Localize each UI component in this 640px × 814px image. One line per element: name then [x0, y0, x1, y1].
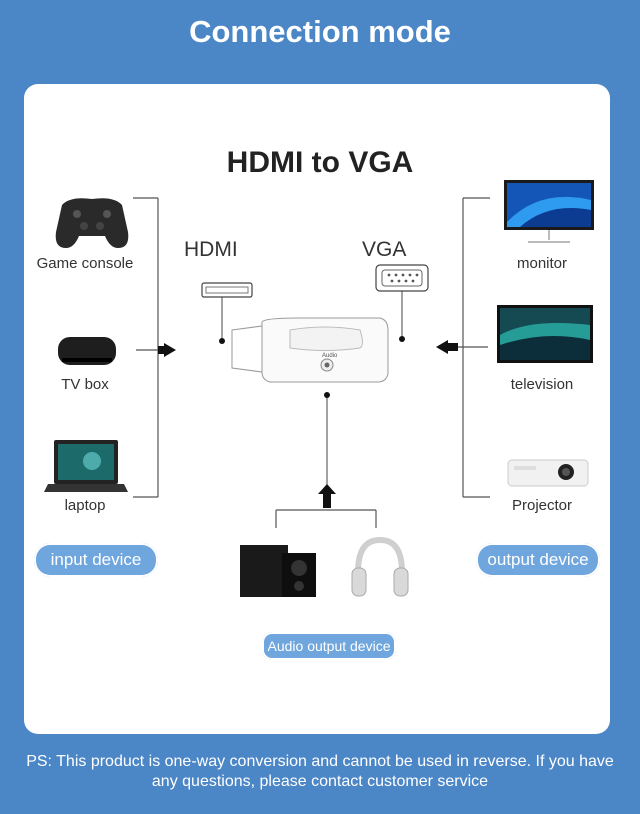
audio-bracket — [275, 509, 377, 528]
monitor-icon — [504, 180, 594, 243]
input-device-label-tv-box: TV box — [61, 376, 109, 393]
audio-output-device-badge: Audio output device — [262, 632, 396, 660]
adapter-icon — [201, 264, 429, 490]
footer-note: PS: This product is one-way conversion a… — [26, 753, 614, 790]
output-arrow-icon — [436, 340, 448, 354]
input-device-label-laptop: laptop — [64, 497, 106, 514]
input-device-label-game-console: Game console — [36, 255, 134, 272]
input-device-badge: input device — [34, 543, 158, 577]
audio-arrow-icon — [318, 484, 336, 494]
laptop-icon — [44, 440, 128, 492]
output-device-badge: output device — [476, 543, 600, 577]
output-bracket — [450, 197, 490, 498]
speaker-icon — [240, 545, 316, 597]
output-device-label-television: television — [510, 376, 574, 393]
port-label-vga: VGA — [362, 238, 407, 261]
television-icon — [497, 305, 593, 363]
game-controller-icon — [55, 198, 129, 248]
projector-icon — [507, 459, 589, 487]
headphones-icon — [351, 536, 409, 597]
input-arrow-icon — [164, 343, 176, 357]
output-device-label-projector: Projector — [511, 497, 573, 514]
adapter-audio-mark: Audio — [322, 353, 338, 359]
tv-box-icon — [58, 337, 116, 365]
port-label-hdmi: HDMI — [184, 238, 238, 261]
page-title: Connection mode — [189, 14, 451, 49]
diagram-heading: HDMI to VGA — [226, 146, 414, 179]
output-device-label-monitor: monitor — [516, 255, 568, 272]
